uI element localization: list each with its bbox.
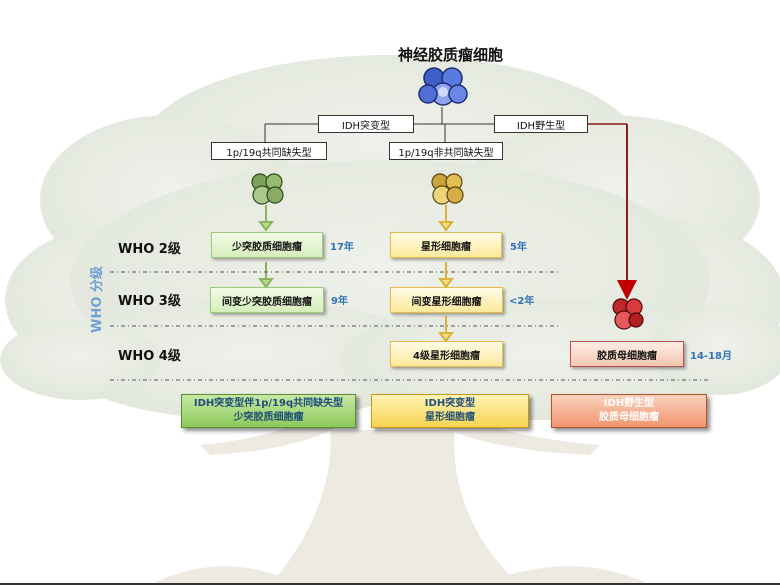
grade-3-label: WHO 3级 [118,294,181,309]
codel-tag: 1p/19q共同缺失型 [211,142,327,160]
node-glioblastoma: 胶质母细胞瘤 [570,341,684,367]
root-title: 神经胶质瘤细胞 [398,46,504,64]
grade-2-label: WHO 2级 [118,242,181,257]
yellow-arrows [438,205,454,343]
idh-mutant-tag: IDH突变型 [318,115,414,133]
node-grade4-astrocytoma: 4级星形细胞瘤 [390,341,503,367]
summary-astrocytic-line2: 星形细胞瘤 [425,412,475,423]
summary-glioblastoma-line1: IDH野生型 [603,398,655,409]
node-anaplastic-oligodendroglioma: 间变少突胶质细胞瘤 [210,287,324,313]
noncodel-tag: 1p/19q非共同缺失型 [389,142,503,160]
survival-anaplastic-oligodendroglioma: 9年 [331,296,348,307]
summary-oligodendroglial-line1: IDH突变型伴1p/19q共同缺失型 [193,398,344,409]
summary-astrocytic: IDH突变型 星形细胞瘤 [371,394,529,428]
summary-glioblastoma-line2: 胶质母细胞瘤 [599,412,659,423]
survival-oligodendroglioma: 17年 [330,242,354,253]
survival-glioblastoma: 14-18月 [690,351,732,362]
summary-oligodendroglial-line2: 少突胶质细胞瘤 [233,412,304,423]
tree-trunk [150,400,650,585]
tree-canopy [0,55,780,420]
green-cell-cluster-icon [251,173,284,205]
summary-astrocytic-line1: IDH突变型 [424,398,476,409]
grade-separators [110,271,710,381]
green-arrows [258,205,274,289]
who-axis-label: WHO 分级 [89,266,105,333]
blue-cell-cluster-icon [418,67,468,106]
bottom-rule [0,583,780,585]
summary-glioblastoma: IDH野生型 胶质母细胞瘤 [551,394,707,428]
node-anaplastic-astrocytoma: 间变星形细胞瘤 [390,287,503,313]
node-astrocytoma: 星形细胞瘤 [390,232,502,258]
summary-oligodendroglial: IDH突变型伴1p/19q共同缺失型 少突胶质细胞瘤 [181,394,356,428]
survival-astrocytoma: 5年 [510,242,527,253]
yellow-cell-cluster-icon [431,173,464,205]
idh-wildtype-tag: IDH野生型 [494,115,588,133]
grade-4-label: WHO 4级 [118,349,181,364]
survival-anaplastic-astrocytoma: <2年 [509,296,535,307]
red-cell-cluster-icon [612,298,644,330]
node-oligodendroglioma: 少突胶质细胞瘤 [211,232,323,258]
